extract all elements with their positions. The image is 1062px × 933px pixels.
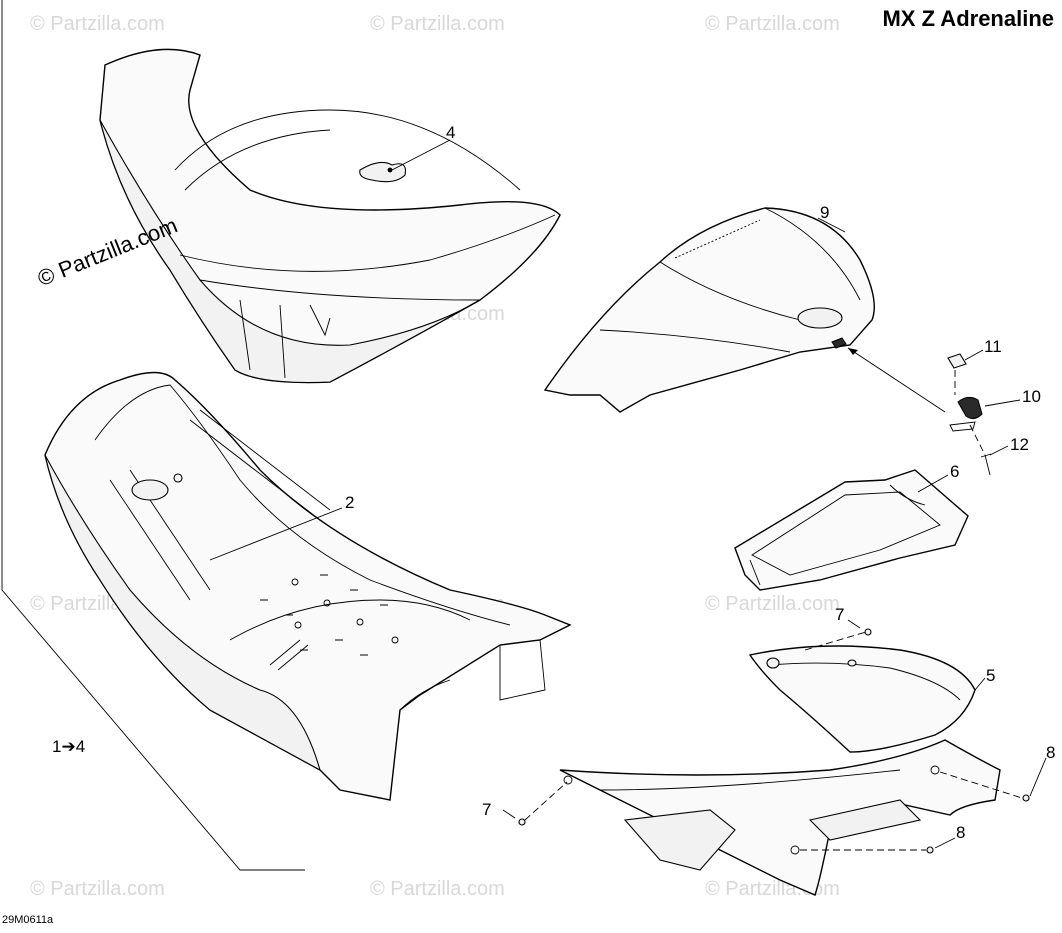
- side-panel-lower[interactable]: [518, 739, 1030, 896]
- callout-9: 9: [820, 203, 829, 222]
- watermark: © Partzilla.com: [30, 13, 165, 35]
- assembly-bracket: [1, 0, 305, 871]
- callout-12: 12: [1010, 435, 1029, 454]
- callout-6: 6: [950, 462, 959, 481]
- callout-7-lower: 7: [482, 800, 491, 819]
- seat-part-4[interactable]: [99, 48, 561, 384]
- part-10[interactable]: [957, 396, 983, 420]
- callout-10: 10: [1022, 387, 1041, 406]
- panel-part-5[interactable]: [748, 628, 976, 753]
- part-7-lower[interactable]: [518, 818, 526, 826]
- callout-2: 2: [345, 493, 354, 512]
- callout-1-to-4: 1➔4: [52, 737, 85, 756]
- callout-4: 4: [446, 123, 455, 142]
- callout-leaders: [209, 139, 1047, 849]
- callout-7-upper: 7: [835, 605, 844, 624]
- callout-8-upper: 8: [1046, 743, 1055, 762]
- callout-8-lower: 8: [956, 823, 965, 842]
- watermark: © Partzilla.com: [30, 878, 165, 900]
- figure-code: 29M0611a: [2, 914, 54, 926]
- part-7-upper[interactable]: [864, 628, 872, 636]
- diagram-title: MX Z Adrenaline: [882, 6, 1054, 31]
- callout-labels: 4 2 9 11 10 12 6 5 7 7 8 8 1➔4: [52, 123, 1055, 842]
- callout-5: 5: [986, 666, 995, 685]
- part-8-upper[interactable]: [1022, 794, 1030, 802]
- tray-part-6[interactable]: [734, 469, 969, 591]
- watermark: © Partzilla.com: [370, 878, 505, 900]
- cover-part-9[interactable]: [543, 207, 875, 413]
- callout-11: 11: [984, 337, 1002, 356]
- watermark: © Partzilla.com: [705, 13, 840, 35]
- watermark: © Partzilla.com: [705, 593, 840, 615]
- part-12[interactable]: [980, 453, 992, 476]
- latch-hardware[interactable]: [847, 347, 992, 476]
- seat-base-part-2[interactable]: [44, 371, 572, 801]
- part-8-lower[interactable]: [926, 846, 934, 854]
- watermark: © Partzilla.com: [370, 13, 505, 35]
- part-11[interactable]: [947, 353, 967, 369]
- seat-fastener-point: [387, 167, 393, 173]
